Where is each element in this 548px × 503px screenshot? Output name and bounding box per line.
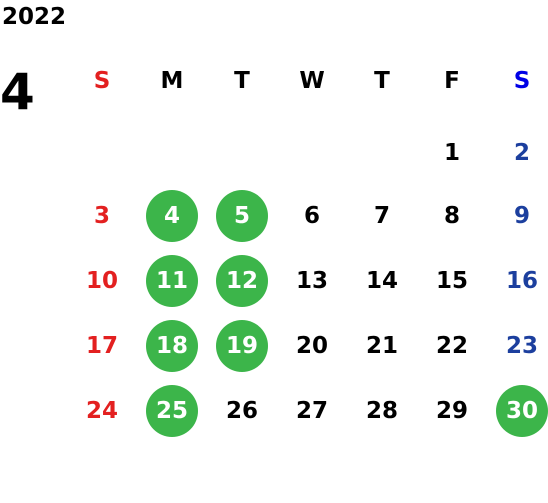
calendar-day-20[interactable]: 20 — [282, 326, 342, 366]
calendar-day-6[interactable]: 6 — [282, 196, 342, 236]
calendar-day-17[interactable]: 17 — [72, 326, 132, 366]
calendar-day-15[interactable]: 15 — [422, 261, 482, 301]
calendar-day-3[interactable]: 3 — [72, 196, 132, 236]
day-number: 11 — [155, 268, 188, 294]
day-number: 13 — [295, 268, 328, 294]
day-number: 18 — [155, 333, 188, 359]
calendar-day-30[interactable]: 30 — [492, 385, 548, 437]
calendar-day-10[interactable]: 10 — [72, 261, 132, 301]
day-number: 22 — [435, 333, 468, 359]
weekday-header-thu: T — [374, 68, 390, 94]
calendar-day-12[interactable]: 12 — [212, 255, 272, 307]
calendar-day-19[interactable]: 19 — [212, 320, 272, 372]
calendar-day-25[interactable]: 25 — [142, 385, 202, 437]
day-number: 17 — [85, 333, 118, 359]
day-number: 2 — [513, 140, 530, 166]
calendar-day-22[interactable]: 22 — [422, 326, 482, 366]
day-number: 25 — [155, 398, 188, 424]
weekday-header-wed: W — [299, 68, 325, 94]
calendar-day-2[interactable]: 2 — [492, 133, 548, 173]
calendar-day-4[interactable]: 4 — [142, 190, 202, 242]
day-number: 29 — [435, 398, 468, 424]
calendar-day-11[interactable]: 11 — [142, 255, 202, 307]
weekday-header-mon: M — [160, 68, 184, 94]
day-number: 28 — [365, 398, 398, 424]
day-number: 19 — [225, 333, 258, 359]
calendar-day-16[interactable]: 16 — [492, 261, 548, 301]
calendar-day-14[interactable]: 14 — [352, 261, 412, 301]
day-number: 5 — [233, 203, 250, 229]
calendar-day-23[interactable]: 23 — [492, 326, 548, 366]
day-number: 26 — [225, 398, 258, 424]
day-number: 15 — [435, 268, 468, 294]
calendar-day-8[interactable]: 8 — [422, 196, 482, 236]
day-number: 14 — [365, 268, 398, 294]
day-number: 8 — [443, 203, 460, 229]
day-number: 12 — [225, 268, 258, 294]
day-number: 9 — [513, 203, 530, 229]
calendar-day-28[interactable]: 28 — [352, 391, 412, 431]
calendar-day-27[interactable]: 27 — [282, 391, 342, 431]
month-number: 4 — [0, 63, 35, 121]
calendar-day-21[interactable]: 21 — [352, 326, 412, 366]
day-number: 1 — [443, 140, 460, 166]
day-number: 7 — [373, 203, 390, 229]
day-number: 27 — [295, 398, 328, 424]
day-number: 21 — [365, 333, 398, 359]
weekday-header-sat: S — [513, 68, 531, 94]
calendar-day-7[interactable]: 7 — [352, 196, 412, 236]
day-number: 20 — [295, 333, 328, 359]
calendar-day-24[interactable]: 24 — [72, 391, 132, 431]
calendar-day-1[interactable]: 1 — [422, 133, 482, 173]
day-number: 10 — [85, 268, 118, 294]
calendar-day-5[interactable]: 5 — [212, 190, 272, 242]
day-number: 16 — [505, 268, 538, 294]
calendar-day-26[interactable]: 26 — [212, 391, 272, 431]
day-number: 23 — [505, 333, 538, 359]
day-number: 24 — [85, 398, 118, 424]
day-number: 3 — [93, 203, 110, 229]
day-number: 30 — [505, 398, 538, 424]
weekday-header-tue: T — [234, 68, 250, 94]
weekday-header-sun: S — [93, 68, 111, 94]
day-number: 4 — [163, 203, 180, 229]
day-number: 6 — [303, 203, 320, 229]
weekday-header-fri: F — [444, 68, 460, 94]
calendar-day-18[interactable]: 18 — [142, 320, 202, 372]
year-label: 2022 — [2, 4, 67, 30]
calendar-day-9[interactable]: 9 — [492, 196, 548, 236]
calendar-day-13[interactable]: 13 — [282, 261, 342, 301]
calendar-day-29[interactable]: 29 — [422, 391, 482, 431]
